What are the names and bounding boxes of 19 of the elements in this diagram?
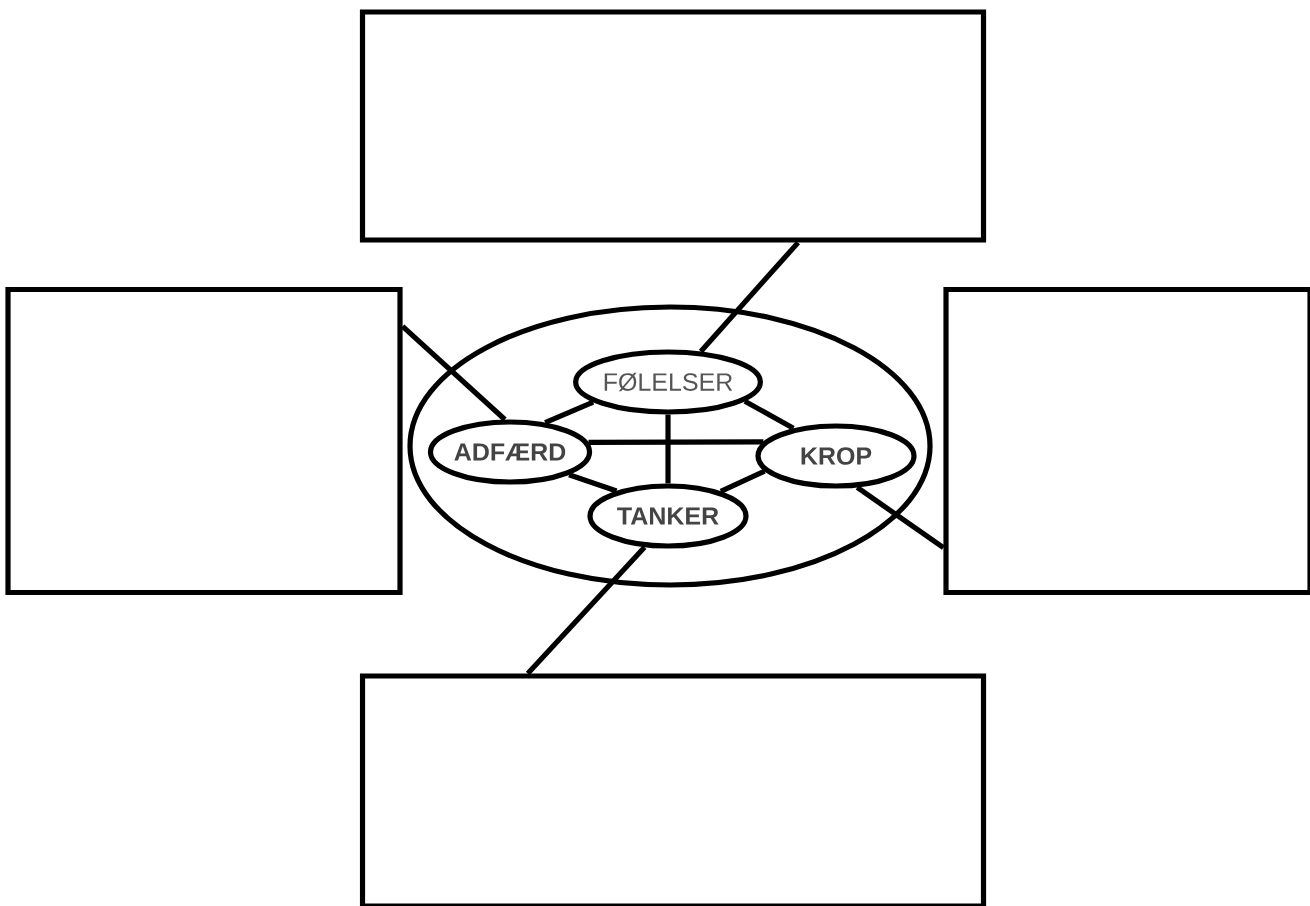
ellipse-node: ADFÆRD <box>427 419 593 485</box>
empty-box <box>5 286 403 596</box>
connector-line <box>719 468 766 494</box>
ellipse-node: TANKER <box>587 483 749 549</box>
large-ellipse <box>407 304 933 588</box>
connector-line <box>743 398 795 431</box>
connector-line <box>525 545 647 676</box>
connector-line <box>568 472 618 494</box>
connector-line <box>665 414 671 484</box>
ellipse-node: FØLELSER <box>573 349 763 415</box>
connector-line <box>855 485 945 550</box>
empty-box <box>359 9 987 243</box>
connector-line <box>544 399 595 425</box>
connector-line <box>698 240 800 354</box>
connector-line <box>400 324 507 422</box>
empty-box <box>943 286 1310 596</box>
ellipse-node: KROP <box>755 423 917 489</box>
empty-box <box>359 673 987 906</box>
connector-line <box>588 439 764 445</box>
